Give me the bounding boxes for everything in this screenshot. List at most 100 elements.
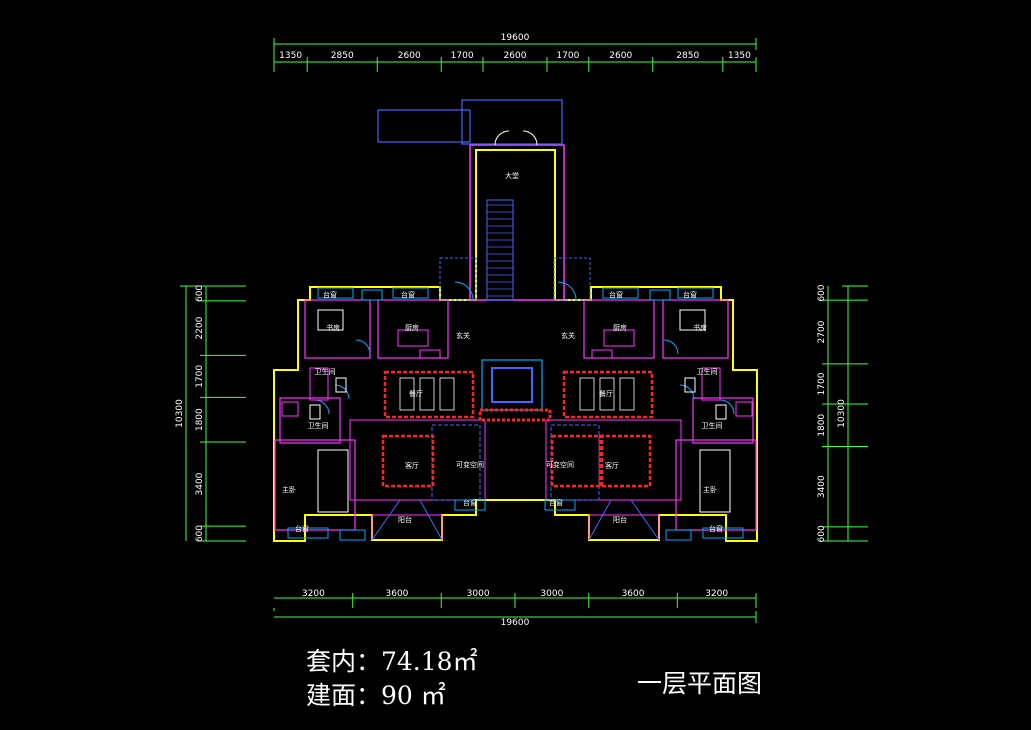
drawing-title: 一层平面图 <box>637 669 763 698</box>
right-dim-label: 3400 <box>817 475 827 498</box>
basin-left <box>281 401 299 417</box>
door-swing <box>663 339 679 355</box>
room-label: 阳台 <box>613 515 627 524</box>
room-label: 卫生间 <box>315 367 336 376</box>
room-label: 台窗 <box>609 290 623 299</box>
room-label: 玄关 <box>561 331 575 340</box>
left-dim-label: 1700 <box>195 365 205 388</box>
room-label: 卫生间 <box>702 421 723 430</box>
bed-left <box>317 449 349 513</box>
window-sill <box>602 287 639 299</box>
room-label: 台窗 <box>295 524 309 533</box>
bedroom-outline-right <box>675 439 757 531</box>
stove-right <box>603 329 635 347</box>
elevator-car <box>491 367 533 403</box>
inner-area-caption: 套内：74.18㎡ <box>306 647 478 676</box>
kitchen-outline-right <box>583 299 655 359</box>
dining-table-right <box>562 370 654 419</box>
window-sill <box>454 499 486 511</box>
bottom-dim-label: 3600 <box>386 589 409 599</box>
door-swing <box>355 339 371 355</box>
entrance-door <box>494 130 538 146</box>
bottom-dim-label: 3200 <box>705 589 728 599</box>
balcony-right-diag <box>588 499 612 541</box>
window-sill <box>665 529 692 541</box>
room-label: 卫生间 <box>697 367 718 376</box>
left-dim-label: 3400 <box>195 472 205 495</box>
door-swing <box>334 384 350 400</box>
window-sill <box>544 499 576 511</box>
dining-chairs <box>619 377 635 411</box>
door-swing <box>454 281 474 301</box>
top-dim-label: 2600 <box>504 51 527 61</box>
balcony-right <box>588 514 660 540</box>
right-dim-label: 2700 <box>817 320 827 343</box>
balcony-left-diag <box>371 499 401 541</box>
room-label: 卫生间 <box>308 421 329 430</box>
bedroom-outline-left <box>274 439 356 531</box>
building-outline <box>273 99 758 542</box>
right-dim-label: 600 <box>817 525 827 542</box>
living-sofa-right <box>550 434 604 488</box>
dining-chairs <box>419 377 435 411</box>
dining-chairs <box>399 377 415 411</box>
bath-outline-right <box>692 397 754 444</box>
top-dim-label: 2850 <box>676 51 699 61</box>
toilet-left-2 <box>335 377 347 393</box>
canopy-left <box>377 109 471 143</box>
shower-right <box>701 367 721 401</box>
sink-left <box>419 349 441 359</box>
study-outline-right <box>662 299 729 359</box>
window-sill <box>677 287 714 299</box>
left-dim-label: 600 <box>195 285 205 302</box>
room-label: 可变空间 <box>546 460 574 469</box>
canopy-center <box>461 99 563 145</box>
room-label: 台窗 <box>323 290 337 299</box>
room-label: 台窗 <box>463 498 477 507</box>
room-labels: 书房书房厨房厨房玄关玄关餐厅餐厅卫生间卫生间卫生间卫生间客厅客厅可变空间可变空间… <box>282 171 723 533</box>
room-label: 玄关 <box>456 331 470 340</box>
living-sofa-left <box>381 434 435 488</box>
bottom-dim-label: 3000 <box>540 589 563 599</box>
toilet-left <box>309 404 321 420</box>
room-label: 阳台 <box>398 515 412 524</box>
balcony-left <box>371 514 443 540</box>
dining-table-left <box>383 370 475 419</box>
study-outline-left <box>304 299 371 359</box>
balcony-left-diag <box>419 499 443 541</box>
window-sill <box>317 287 354 299</box>
room-label: 大堂 <box>505 171 519 180</box>
room-label: 客厅 <box>605 461 619 470</box>
room-label: 书房 <box>693 323 707 332</box>
room-label: 主卧 <box>703 485 717 494</box>
right-dim-total-label: 10300 <box>837 399 847 428</box>
door-swing <box>719 399 735 415</box>
partition <box>478 408 552 422</box>
bottom-dim-total-label: 19600 <box>501 618 530 628</box>
stair <box>486 199 514 301</box>
building-area-caption: 建面：90 ㎡ <box>306 681 446 710</box>
window-sill <box>287 527 329 539</box>
shower-left <box>309 367 329 401</box>
shaft-left <box>439 257 477 301</box>
window-sill <box>339 529 366 541</box>
room-label: 台窗 <box>549 498 563 507</box>
bottom-dim-label: 3200 <box>302 589 325 599</box>
window-sill <box>392 287 429 299</box>
kitchen-outline-left <box>377 299 449 359</box>
bottom-dim-label: 3000 <box>467 589 490 599</box>
dining-chairs <box>599 377 615 411</box>
right-dim-label: 600 <box>817 284 827 301</box>
basin-right <box>735 401 753 417</box>
dining-chairs <box>579 377 595 411</box>
desk-left <box>317 309 344 331</box>
room-label: 主卧 <box>282 485 296 494</box>
top-dim-label: 2600 <box>398 51 421 61</box>
left-dim-label: 1800 <box>195 408 205 431</box>
door-swing <box>679 384 695 400</box>
room-label: 客厅 <box>405 461 419 470</box>
left-dim-total-label: 10300 <box>175 399 185 428</box>
furniture <box>281 309 753 513</box>
desk-right <box>679 309 706 331</box>
